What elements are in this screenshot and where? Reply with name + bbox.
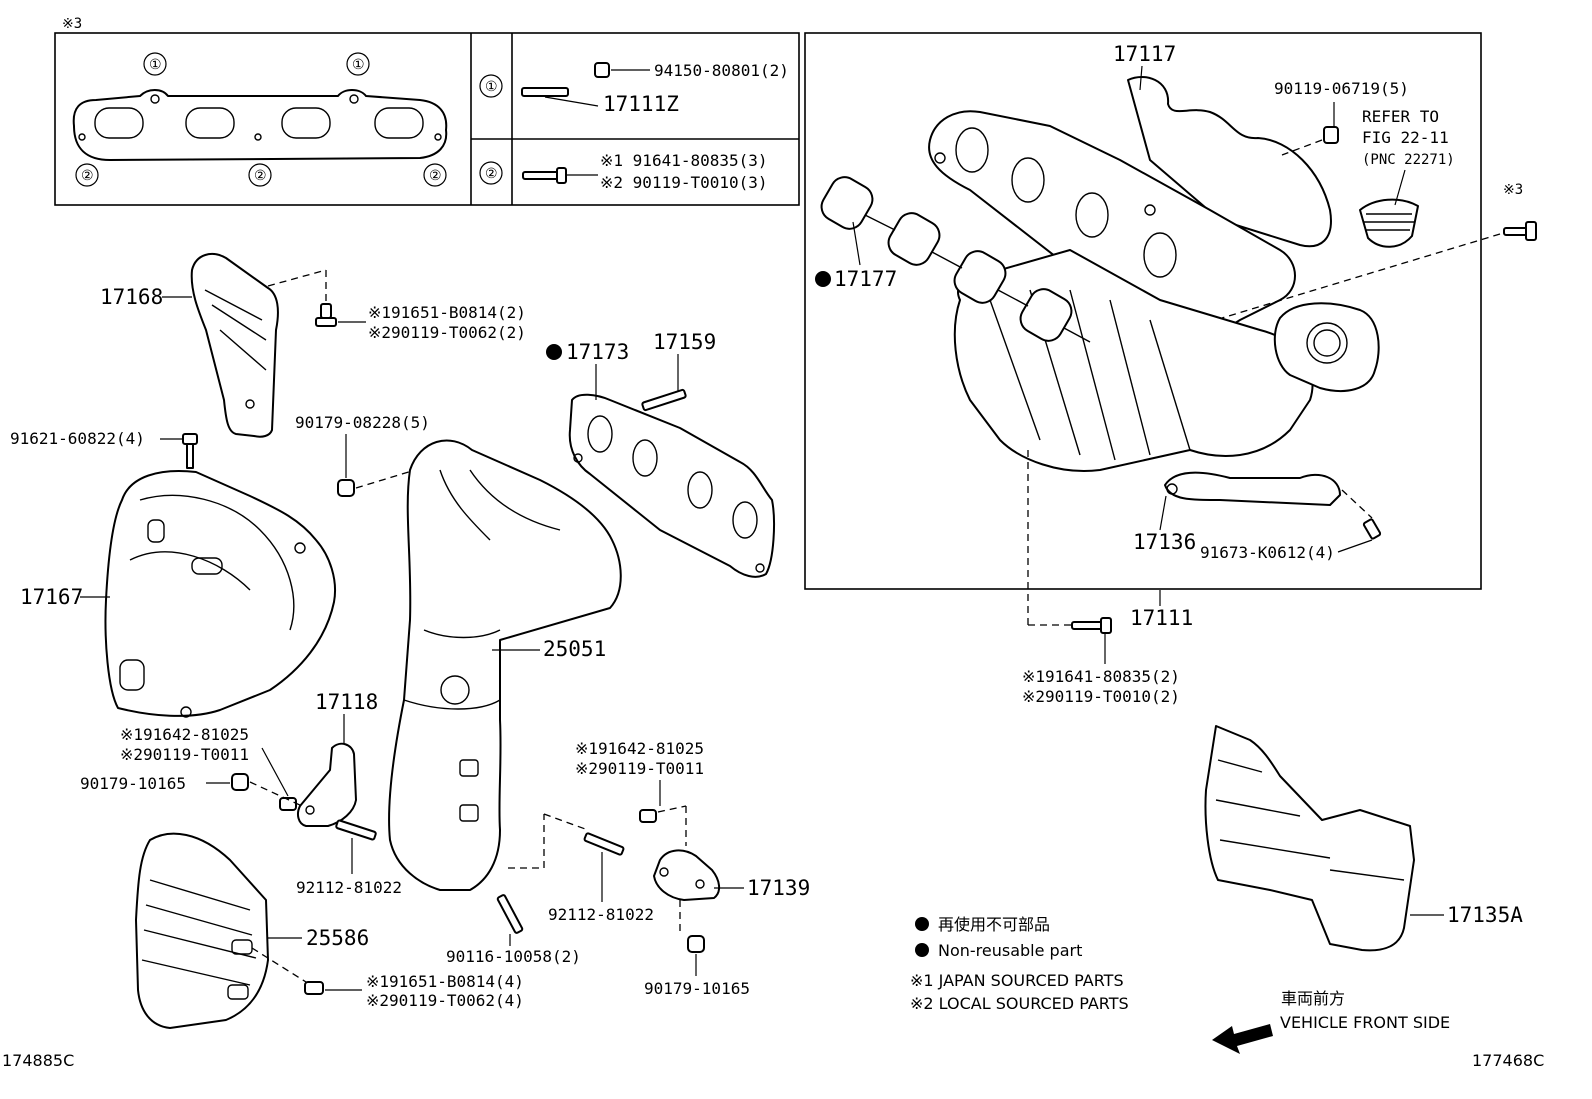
lower-insulator-25586: [135, 832, 269, 1029]
upper-bolt-b: ※290119-T0062(2): [368, 323, 526, 342]
label-nut-left: 90179-10165: [80, 774, 186, 793]
stay-bolt-icon: [279, 797, 297, 811]
gasket-callout-1b: ①: [352, 57, 365, 73]
label-17135A: 17135A: [1447, 903, 1523, 927]
lower-bolt-b: ※290119-T0062(4): [366, 991, 524, 1010]
stud-icon: [521, 87, 569, 97]
nut-90179-10165-left-icon: [231, 773, 249, 791]
exhaust-manifold-converter-25051: [388, 439, 622, 891]
mid-bolt-a: ※191642-81025: [575, 739, 704, 758]
row1-callout: ①: [485, 79, 498, 95]
label-90116: 90116-10058(2): [446, 947, 581, 966]
label-91621: 91621-60822(4): [10, 429, 145, 448]
label-90119-06719: 90119-06719(5): [1274, 79, 1409, 98]
asm-bolt-b: ※290119-T0010(2): [1022, 687, 1180, 706]
exhaust-gasket-detail: [72, 89, 448, 161]
row2-bolt-a: ※1 91641-80835(3): [600, 151, 768, 170]
mid-bolt-b: ※290119-T0011: [575, 759, 704, 778]
upper-insulator-17168: [190, 253, 279, 438]
lower-bolt-icon: [304, 981, 324, 995]
mid-bolt-icon: [639, 809, 657, 823]
row2-callout: ②: [485, 166, 498, 182]
label-17167: 17167: [20, 585, 83, 609]
label-17159: 17159: [653, 330, 716, 354]
label-25586: 25586: [306, 926, 369, 950]
intake-gasket-17177: [820, 176, 1091, 343]
legend-nonreusable-en: Non-reusable part: [938, 941, 1082, 960]
label-17168: 17168: [100, 285, 163, 309]
label-17177: 17177: [834, 267, 897, 291]
front-label-jp: 車両前方: [1281, 989, 1345, 1008]
refer-line-3: (PNC 22271): [1362, 152, 1455, 168]
label-17136: 17136: [1133, 530, 1196, 554]
upper-bolt-icon: [315, 317, 337, 327]
legend-dot-en: [915, 943, 929, 957]
stud-17159-icon: [641, 388, 687, 412]
intake-heat-shield: [1127, 76, 1332, 248]
bolt-icon: [522, 171, 562, 180]
assembly-bolt-icon: [1071, 621, 1105, 630]
label-17118: 17118: [315, 690, 378, 714]
insulator-17135A: [1204, 725, 1415, 952]
gasket-detail-box: ※3 ① ① ② ② ② ① ② 94150-80801(2): [54, 16, 800, 206]
label-stud-left: 92112-81022: [296, 878, 402, 897]
bracket-17139: [653, 849, 720, 901]
legend-dot-jp: [915, 917, 929, 931]
intake-manifold-box: 17117 90119-06719(5) REFER TO FIG 22-11 …: [804, 32, 1537, 626]
pcv-part-icon: [1359, 198, 1419, 248]
front-label-en: VEHICLE FRONT SIDE: [1280, 1013, 1450, 1032]
heat-insulator-17167: [104, 470, 336, 717]
legend-japan-sourced: ※1 JAPAN SOURCED PARTS: [910, 971, 1124, 990]
stay-bolt-b: ※290119-T0011: [120, 745, 249, 764]
legend-local-sourced: ※2 LOCAL SOURCED PARTS: [910, 994, 1129, 1013]
upper-bolt-a: ※191651-B0814(2): [368, 303, 526, 322]
gasket-callout-2b: ②: [254, 168, 267, 184]
label-91673-K0612: 91673-K0612(4): [1200, 543, 1335, 562]
label-17117: 17117: [1113, 42, 1176, 66]
asm-bolt-a: ※191641-80835(2): [1022, 667, 1180, 686]
exhaust-gasket-17173: [568, 393, 775, 578]
label-25051: 25051: [543, 637, 606, 661]
nut-90179-08228-icon: [337, 479, 355, 497]
nonreusable-dot-17177: [815, 271, 831, 287]
stay-17118: [297, 742, 357, 827]
intake-bracket-17136: [1164, 471, 1341, 506]
diagram-code-left: 174885C: [2, 1051, 74, 1070]
nut-icon: [594, 62, 610, 78]
gasket-callout-2a: ②: [81, 168, 94, 184]
label-17111: 17111: [1130, 606, 1193, 630]
label-17173: 17173: [566, 340, 629, 364]
legend: 再使用不可部品 Non-reusable part ※1 JAPAN SOURC…: [2, 915, 1544, 1070]
exhaust-parts: 17168 ※191651-B0814(2) ※290119-T0062(2) …: [10, 253, 1523, 1029]
row1-nut-label: 94150-80801(2): [654, 61, 789, 80]
legend-nonreusable-jp: 再使用不可部品: [938, 915, 1050, 934]
nonreusable-dot-17173: [546, 344, 562, 360]
intake-note-mark: ※3: [1503, 182, 1523, 198]
throttle-flange: [1273, 302, 1380, 392]
diagram-code-right: 177468C: [1472, 1051, 1544, 1070]
nut-90179-10165-bottom-icon: [687, 935, 705, 953]
label-17139: 17139: [747, 876, 810, 900]
front-arrow-icon: [1212, 1024, 1273, 1054]
label-nut-bottom: 90179-10165: [644, 979, 750, 998]
stay-bolt-a: ※191642-81025: [120, 725, 249, 744]
refer-line-2: FIG 22-11: [1362, 128, 1449, 147]
lower-bolt-a: ※191651-B0814(4): [366, 972, 524, 991]
row1-stud-label: 17111Z: [603, 92, 679, 116]
refer-line-1: REFER TO: [1362, 107, 1439, 126]
gasket-callout-1a: ①: [149, 57, 162, 73]
gasket-note-mark: ※3: [62, 16, 82, 32]
stud-mid-icon: [583, 832, 625, 856]
stud-left-icon: [335, 819, 377, 841]
intake-assembly-callout: 17111 ※191641-80835(2) ※290119-T0010(2): [1022, 590, 1193, 706]
bolt-91621-icon: [186, 443, 194, 469]
label-stud-mid: 92112-81022: [548, 905, 654, 924]
stud-90116-icon: [496, 894, 524, 934]
row2-bolt-b: ※2 90119-T0010(3): [600, 173, 768, 192]
gasket-callout-2c: ②: [429, 168, 442, 184]
label-90179-08228: 90179-08228(5): [295, 413, 430, 432]
